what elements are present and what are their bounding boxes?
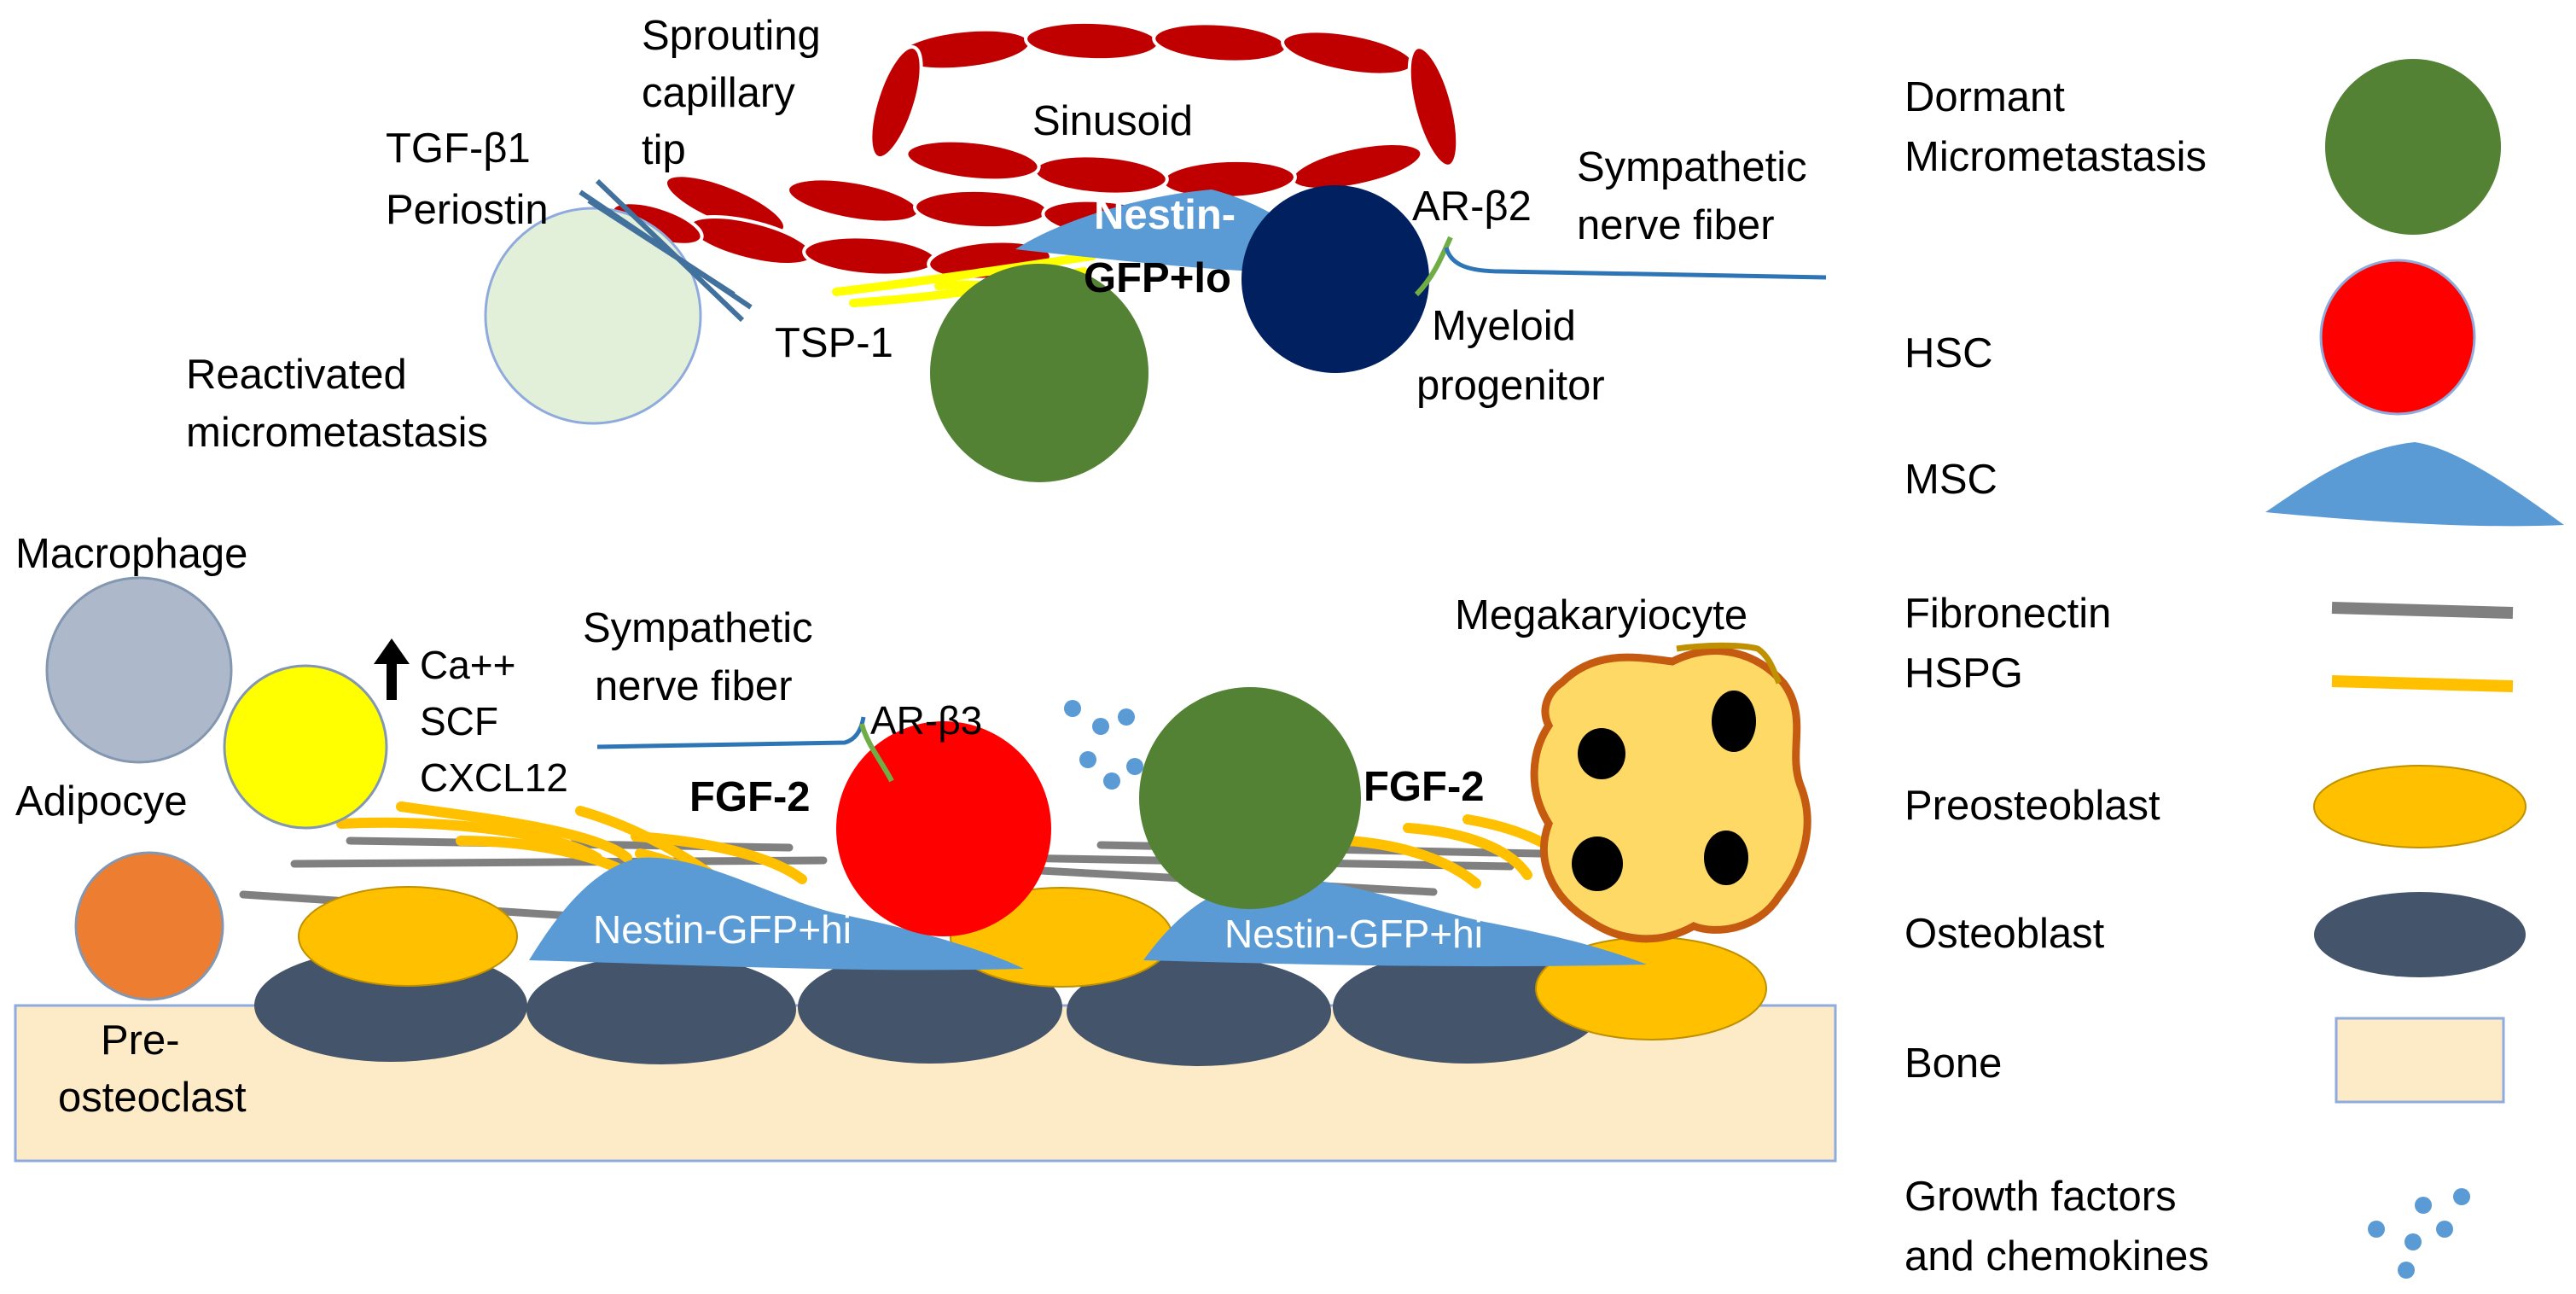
sympathetic-nerve-top [1444,247,1827,280]
sinusoid-label: Sinusoid [1032,98,1193,144]
megakaryocyte-hspg [1676,642,1782,685]
legend-dormant-line-1: Dormant [1904,74,2065,120]
hsc-cell [836,721,1051,936]
reactivated-line-2: micrometastasis [186,410,488,456]
legend-swatch-msc [2265,442,2564,527]
legend-growth-line-2: and chemokines [1904,1233,2209,1279]
nestin-lo-label-2: GFP+lo [1084,255,1231,301]
nestin-hi-left-label: Nestin-GFP+hi [593,907,852,952]
preosteoclast-label: Pre- osteoclast [58,1017,247,1121]
legend-label-bone: Bone [1904,1040,2002,1087]
myeloid-progenitor-label: Myeloid progenitor [1416,303,1605,409]
top-panel: Sprouting capillary tip Sinusoid TGF-β1 … [186,13,1827,482]
tgf-periostin-fibers [579,178,753,323]
factors-label: Ca++ SCF CXCL12 [420,643,568,800]
dormant-micrometastasis-top [930,264,1148,482]
legend-dormant-line-2: Micrometastasis [1904,134,2207,180]
macrophage-cell [45,576,233,764]
sympathetic-nerve-bottom [596,716,866,749]
increase-arrow-icon [374,638,410,700]
nestin-hi-right-label: Nestin-GFP+hi [1224,912,1483,956]
sympathetic-top-line-2: nerve fiber [1577,202,1775,248]
sympathetic-top-line-1: Sympathetic [1577,144,1807,190]
sprouting-tip-label: Sprouting capillary tip [642,13,832,173]
legend-swatch-growth-factors [2368,1188,2470,1279]
legend-hspg-line: HSPG [1904,650,2023,697]
tgf-b1-line: TGF-β1 [386,125,531,172]
tgf-periostin-label: TGF-β1 Periostin [386,125,549,233]
factor-scf: SCF [420,699,498,743]
sprouting-tip-line-2: capillary [642,70,795,116]
sympathetic-bottom-label: Sympathetic nerve fiber [583,605,824,709]
myeloid-progenitor-cell [1241,185,1429,373]
factor-ca: Ca++ [420,643,516,687]
nestin-lo-label-1: Nestin- [1094,192,1236,238]
legend-swatch-hspg [2331,675,2514,692]
legend-label-growth-factors: Growth factors and chemokines [1904,1174,2209,1279]
legend: Dormant Micrometastasis HSC MSC Fibronec… [1904,59,2564,1279]
legend-swatch-fibronectin [2331,602,2514,619]
sprouting-tip-line-3: tip [642,127,686,173]
sinusoid [610,20,1460,282]
legend-swatch-bone [2335,1017,2505,1104]
sympathetic-top-label: Sympathetic nerve fiber [1577,144,1818,248]
ar-b3-receptor [859,723,894,783]
preosteoclast-line-1: Pre- [101,1017,180,1064]
myeloid-line-1: Myeloid [1432,303,1576,349]
fgf2-right-label: FGF-2 [1364,764,1485,810]
legend-label-fibronectin-hspg: Fibronectin HSPG [1904,591,2123,697]
periostin-line: Periostin [386,187,549,233]
legend-label-hsc: HSC [1904,330,1992,376]
fgf2-left-label: FGF-2 [689,774,811,820]
megakaryocyte-label: Megakaryiocyte [1455,592,1747,638]
bottom-panel: Macrophage Ca++ SCF CXCL12 Sympathetic n… [14,531,1837,1163]
sprouting-tip-line-1: Sprouting [642,13,821,59]
tsp1-label: TSP-1 [775,320,893,366]
ar-b3-label: AR-β3 [870,698,982,743]
legend-label-msc: MSC [1904,457,1997,503]
nestin-gfp-hi-msc-left [529,857,1024,970]
reactivated-line-1: Reactivated [186,352,407,398]
reactivated-micrometastasis-cell [484,207,702,425]
adipocyte-label: Adipocye [15,778,188,825]
legend-swatch-hsc [2319,259,2476,416]
sympathetic-bottom-line-2: nerve fiber [595,663,793,709]
ar-b2-label: AR-β2 [1412,184,1532,230]
preosteoclast-cell [74,851,224,1001]
legend-label-dormant: Dormant Micrometastasis [1904,74,2207,180]
adipocyte-cell [223,664,388,830]
legend-label-osteoblast: Osteoblast [1904,911,2105,957]
legend-growth-line-1: Growth factors [1904,1174,2177,1220]
growth-factor-dots [1064,700,1143,790]
megakaryocyte-nuclei [1572,691,1756,891]
myeloid-line-2: progenitor [1416,363,1605,409]
legend-swatch-osteoblast [2314,892,2526,977]
legend-label-preosteoblast: Preosteoblast [1904,783,2160,829]
osteoblast-row [254,949,1602,1066]
reactivated-label: Reactivated micrometastasis [186,352,488,456]
factor-cxcl12: CXCL12 [420,755,568,800]
legend-swatch-preosteoblast [2313,765,2527,848]
legend-swatch-dormant [2325,59,2501,235]
megakaryocyte-cell [1530,647,1811,943]
legend-fibronectin-line: Fibronectin [1904,591,2111,637]
macrophage-label: Macrophage [15,531,247,577]
ar-b2-receptor [1414,236,1453,297]
dormant-micrometastasis-bottom [1139,687,1361,909]
preosteoclast-line-2: osteoclast [58,1075,247,1121]
sympathetic-bottom-line-1: Sympathetic [583,605,813,651]
